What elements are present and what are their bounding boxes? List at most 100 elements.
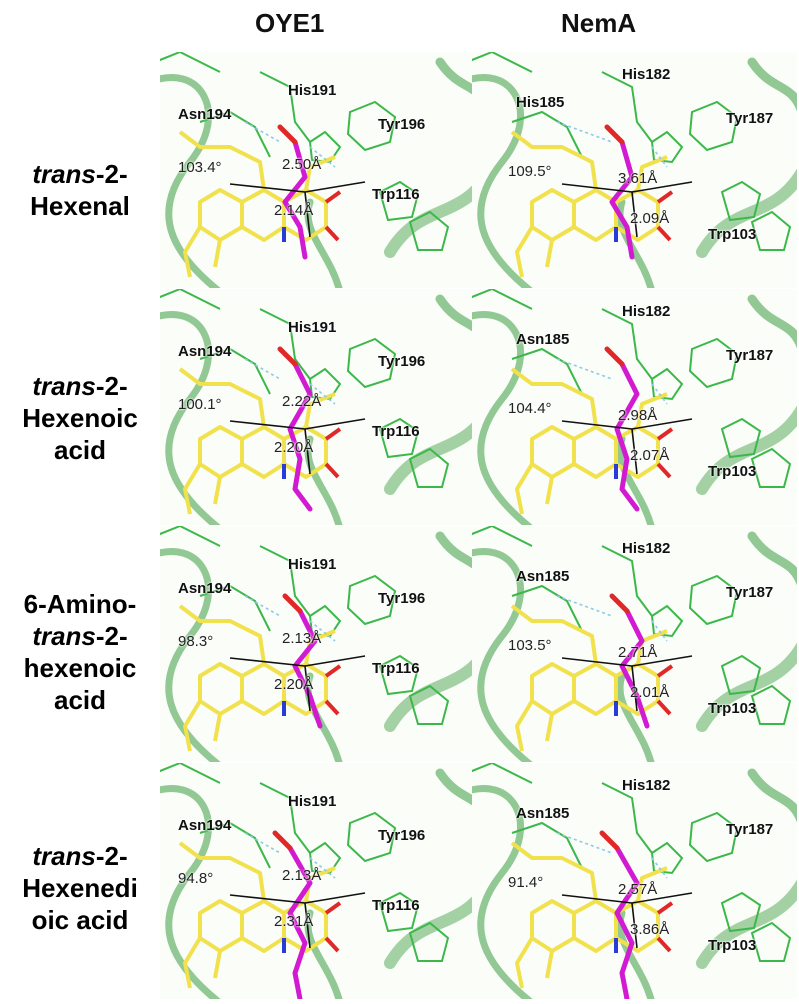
distance-label: 3.61Å xyxy=(618,170,658,187)
angle-label: 91.4° xyxy=(508,874,544,891)
heteroatoms xyxy=(282,190,342,242)
residue-label: Asn185 xyxy=(516,568,570,585)
heteroatoms xyxy=(282,901,342,953)
residue-label: His191 xyxy=(288,556,337,573)
hydrogen-bonds xyxy=(244,595,336,642)
molecular-structure xyxy=(472,763,797,999)
residue-label: Asn194 xyxy=(178,106,232,123)
residue-label: His191 xyxy=(288,82,337,99)
residue-label: Asn185 xyxy=(516,331,570,348)
hydrogen-bonds xyxy=(244,358,336,405)
row-label-part: acid xyxy=(53,435,107,465)
protein-side-chains xyxy=(472,763,792,962)
residue-label: His182 xyxy=(622,303,671,320)
residue-label: Tyr187 xyxy=(726,584,774,601)
row-label-part: -2- xyxy=(95,159,128,189)
distance-label: 2.98Å xyxy=(618,407,658,424)
hydrogen-bonds xyxy=(556,595,668,642)
heteroatoms xyxy=(282,664,342,716)
residue-label: Trp116 xyxy=(372,423,420,440)
measurement-lines xyxy=(561,418,693,475)
column-header-nema: NemA xyxy=(561,8,637,38)
residue-label: His191 xyxy=(288,319,337,336)
substrate-ligand xyxy=(609,593,650,729)
protein-side-chains xyxy=(160,763,450,962)
residue-label: Tyr196 xyxy=(378,590,426,607)
angle-label: 104.4° xyxy=(508,400,552,417)
protein-side-chains xyxy=(472,289,792,488)
residue-label: His185 xyxy=(516,94,565,111)
row-label-part: trans xyxy=(32,371,96,401)
residue-label: Tyr196 xyxy=(378,116,426,133)
residue-label: Tyr187 xyxy=(726,347,774,364)
residue-label: Trp103 xyxy=(708,937,757,954)
measurement-lines xyxy=(561,181,693,238)
molecular-structure xyxy=(472,289,797,525)
flavin-cofactor xyxy=(510,604,668,752)
angle-label: 98.3° xyxy=(178,633,214,650)
row-label-trans-2-hexenal: trans-2-Hexenal xyxy=(0,158,160,222)
residue-label: Trp116 xyxy=(372,186,420,203)
residue-label: Trp116 xyxy=(372,660,420,677)
molecular-structure xyxy=(472,52,797,288)
distance-label: 2.13Å xyxy=(282,630,322,647)
residue-label: Trp103 xyxy=(708,463,757,480)
row-label-part: acid xyxy=(53,685,107,715)
row-label-part: trans xyxy=(32,159,96,189)
angle-label: 109.5° xyxy=(508,163,552,180)
hydrogen-bonds xyxy=(244,121,336,168)
row-label-part: trans xyxy=(32,841,96,871)
residue-label: Tyr187 xyxy=(726,110,774,127)
residue-label: His182 xyxy=(622,777,671,794)
residue-label: Tyr196 xyxy=(378,827,426,844)
measurement-lines xyxy=(561,892,693,949)
substrate-ligand xyxy=(282,593,323,729)
heteroatoms xyxy=(614,664,674,716)
residue-label: Asn194 xyxy=(178,817,232,834)
distance-label: 2.20Å xyxy=(274,439,314,456)
hydrogen-bonds xyxy=(556,358,668,405)
flavin-cofactor xyxy=(510,130,668,278)
molecular-structure xyxy=(472,526,797,762)
distance-label: 2.50Å xyxy=(282,156,322,173)
row-label-part: Hexenal xyxy=(30,191,130,221)
molecular-structure xyxy=(160,289,485,525)
distance-label: 2.09Å xyxy=(630,210,670,227)
substrate-ligand xyxy=(272,830,313,999)
row-label-part: oic acid xyxy=(31,905,129,935)
molecular-structure xyxy=(160,52,485,288)
residue-label: Trp103 xyxy=(708,700,757,717)
row-label-part: trans xyxy=(32,621,96,651)
heteroatoms xyxy=(614,427,674,479)
measurement-lines xyxy=(229,418,366,475)
row-label-part: -2- xyxy=(95,621,128,651)
protein-side-chains xyxy=(472,526,792,725)
residue-label: Asn194 xyxy=(178,580,232,597)
substrate-ligand xyxy=(277,346,313,512)
residue-label: Asn194 xyxy=(178,343,232,360)
substrate-ligand xyxy=(277,124,308,260)
residue-label: Tyr196 xyxy=(378,353,426,370)
substrate-ligand xyxy=(599,830,640,999)
row-label-part: 6-Amino- xyxy=(23,589,137,619)
substrate-ligand xyxy=(604,124,635,260)
row-label-part: -2- xyxy=(95,841,128,871)
substrate-ligand xyxy=(604,346,640,512)
residue-label: His182 xyxy=(622,540,671,557)
residue-label: Tyr187 xyxy=(726,821,774,838)
distance-label: 2.22Å xyxy=(282,393,322,410)
measurement-lines xyxy=(229,892,366,949)
residue-label: His182 xyxy=(622,66,671,83)
hydrogen-bonds xyxy=(244,832,336,879)
distance-label: 2.31Å xyxy=(274,913,314,930)
